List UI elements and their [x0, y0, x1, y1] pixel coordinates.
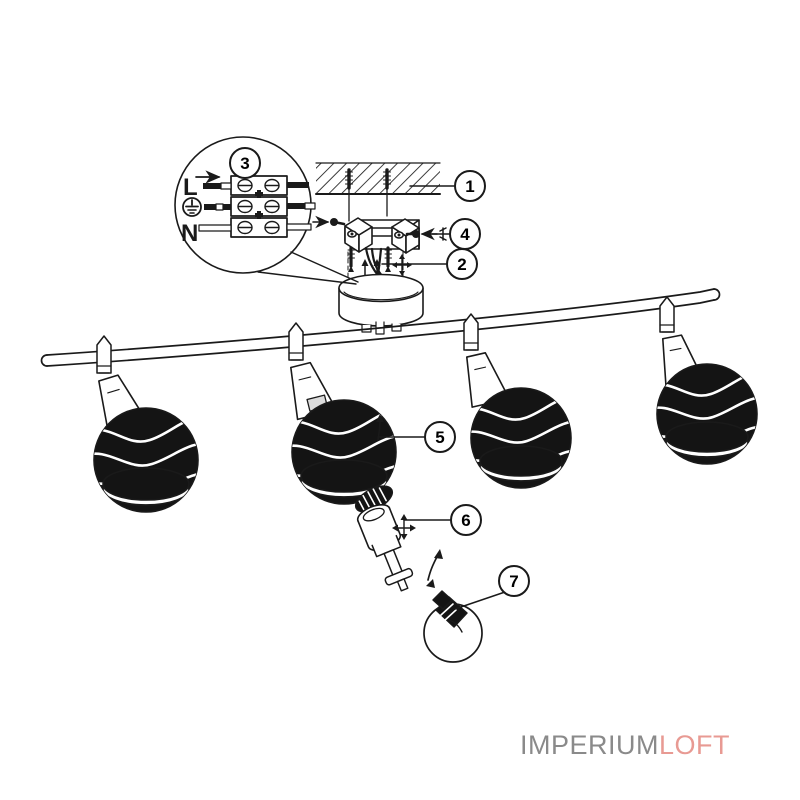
live-label: L	[183, 174, 198, 201]
terminal-block	[230, 175, 316, 238]
lamp-shade-3	[470, 387, 572, 489]
callout-leaders	[377, 185, 506, 610]
screw-right	[384, 246, 392, 272]
spot-stem-4	[659, 296, 675, 333]
spot-stem-1	[96, 335, 112, 374]
callout-2-label: 2	[457, 255, 466, 274]
callout-7[interactable]: 7	[498, 565, 530, 597]
callout-5-label: 5	[435, 428, 444, 447]
socket-adjust-arrow	[392, 514, 416, 540]
earth-symbol	[182, 197, 202, 217]
callout-6-label: 6	[461, 511, 470, 530]
wall-anchor-left	[344, 168, 354, 222]
supply-leads	[195, 170, 232, 232]
callout-4-label: 4	[460, 225, 470, 244]
callout-7-label: 7	[509, 572, 518, 591]
track-bar	[40, 288, 721, 367]
spot-stem-3	[463, 313, 479, 351]
mounting-bracket	[344, 217, 420, 280]
callout-3[interactable]: 3	[229, 147, 261, 179]
spotlight-4	[656, 296, 758, 465]
callout-4[interactable]: 4	[449, 218, 481, 250]
lamp-shade-2	[291, 399, 397, 505]
spotlight-3	[463, 313, 572, 489]
light-bulb	[423, 590, 483, 663]
callout-1-label: 1	[465, 177, 474, 196]
lamp-shade-1	[93, 407, 199, 513]
screw-left	[347, 246, 355, 272]
wall-anchor-right	[382, 168, 392, 217]
callout-2[interactable]: 2	[446, 248, 478, 280]
ceiling-surface	[315, 162, 441, 195]
spot-stem-2	[288, 322, 304, 361]
canopy-fixing-screws	[347, 246, 412, 286]
callout-3-label: 3	[240, 154, 249, 173]
watermark-loft: LOFT	[659, 730, 731, 760]
callout-1[interactable]: 1	[454, 170, 486, 202]
spotlight-2	[288, 322, 397, 505]
spotlight-1	[93, 335, 199, 513]
callout-5[interactable]: 5	[424, 421, 456, 453]
bulb-fit-arrow	[426, 549, 443, 588]
callout-6[interactable]: 6	[450, 504, 482, 536]
watermark-imperium: IMPERIUM	[520, 730, 659, 760]
callout-group: 1 2 3 4 5 6 7	[229, 147, 530, 597]
neutral-label: N	[181, 220, 198, 247]
watermark: IMPERIUMLOFT	[520, 730, 730, 761]
lamp-socket	[356, 504, 414, 592]
